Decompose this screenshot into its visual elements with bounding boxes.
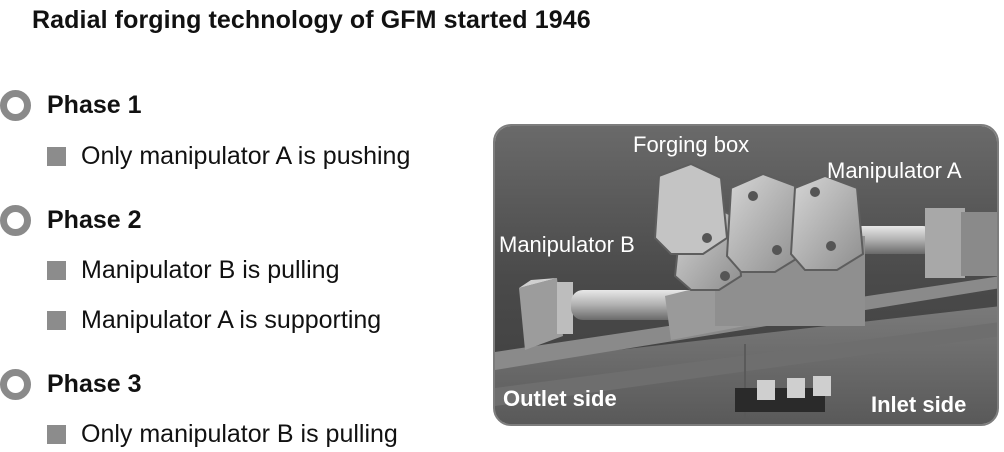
- phase-2-label: Phase 2: [47, 205, 142, 234]
- phase-3-item-1: Only manipulator B is pulling: [81, 419, 398, 448]
- circle-bullet-icon: [0, 89, 31, 121]
- phase-1-label: Phase 1: [47, 90, 142, 119]
- phase-2-heading: Phase 2: [0, 202, 142, 238]
- manipulator-b-label: Manipulator B: [499, 232, 635, 257]
- list-item: Manipulator A is supporting: [47, 302, 381, 338]
- radial-forging-machine-illustration: Forging box Manipulator A Manipulator B …: [493, 124, 999, 426]
- circle-bullet-icon: [0, 204, 31, 236]
- circle-bullet-icon: [0, 368, 31, 400]
- square-bullet-icon: [47, 424, 66, 444]
- square-bullet-icon: [47, 260, 66, 280]
- outlet-side-label: Outlet side: [503, 386, 617, 411]
- phase-3-label: Phase 3: [47, 369, 142, 398]
- square-bullet-icon: [47, 146, 66, 166]
- manipulator-a-label: Manipulator A: [827, 158, 962, 183]
- phase-2-item-2: Manipulator A is supporting: [81, 305, 382, 334]
- phase-1-heading: Phase 1: [0, 87, 142, 123]
- list-item: Only manipulator A is pushing: [47, 138, 410, 174]
- phase-2-item-1: Manipulator B is pulling: [81, 255, 340, 284]
- machine-drawing: [495, 126, 997, 424]
- list-item: Manipulator B is pulling: [47, 252, 339, 288]
- list-item: Only manipulator B is pulling: [47, 416, 398, 452]
- forging-box-label: Forging box: [633, 132, 750, 157]
- slide-title: Radial forging technology of GFM started…: [32, 6, 591, 34]
- phase-1-item-1: Only manipulator A is pushing: [81, 141, 411, 170]
- inlet-side-label: Inlet side: [871, 392, 967, 417]
- phase-3-heading: Phase 3: [0, 366, 142, 402]
- square-bullet-icon: [47, 310, 66, 330]
